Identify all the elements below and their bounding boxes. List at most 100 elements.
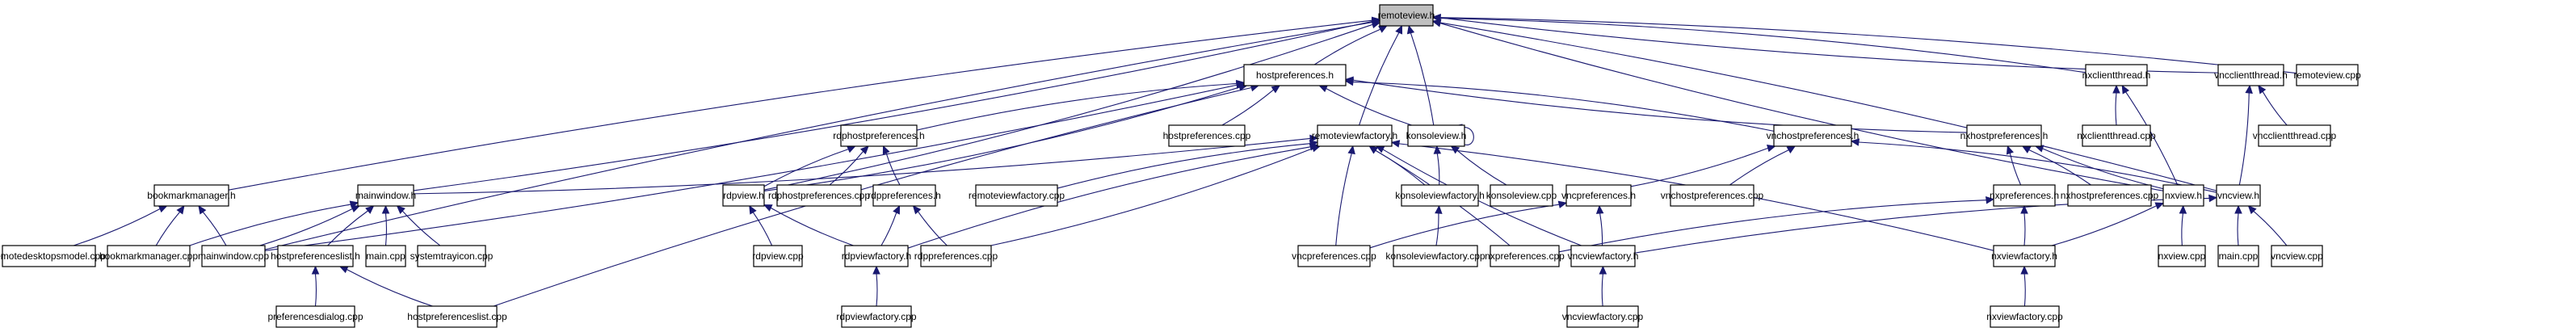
graph-node-remoteview-cpp[interactable]: remoteview.cpp (2293, 64, 2361, 86)
graph-node-konsoleviewfactory-h[interactable]: konsoleviewfactory.h (1395, 184, 1485, 207)
graph-node-mainwindow-h[interactable]: mainwindow.h (355, 184, 416, 207)
graph-node-preferencesdialog-cpp[interactable]: preferencesdialog.cpp (267, 305, 363, 328)
graph-node-remotedesktopsmodel-cpp[interactable]: remotedesktopsmodel.cpp (0, 245, 106, 267)
graph-node-nxclientthread-h[interactable]: nxclientthread.h (2082, 64, 2151, 86)
graph-node-hostpreferenceslist-h[interactable]: hostpreferenceslist.h (271, 245, 360, 267)
edge-vncclientthread-h-to-remoteview-h (1431, 14, 2219, 74)
node-label: hostpreferences.cpp (1163, 130, 1251, 141)
node-label: nxpreferences.h (1990, 190, 2059, 201)
arrowhead-icon (763, 204, 773, 212)
graph-node-nxpreferences-h[interactable]: nxpreferences.h (1990, 184, 2059, 207)
graph-node-vncviewfactory-cpp[interactable]: vncviewfactory.cpp (1562, 305, 1644, 328)
node-box (1565, 184, 1632, 207)
edge-rdpview-h-to-remoteview-h (763, 20, 1381, 191)
node-label: vnchostpreferences.h (1767, 130, 1860, 141)
graph-node-systemtrayicon-cpp[interactable]: systemtrayicon.cpp (410, 245, 494, 267)
graph-node-konsoleviewfactory-cpp[interactable]: konsoleviewfactory.cpp (1385, 245, 1486, 267)
edge-nxviewfactory-h-to-nxview-h (2051, 202, 2165, 246)
graph-node-vncviewfactory-h[interactable]: vncviewfactory.h (1568, 245, 1639, 267)
node-label: rdppreferences.cpp (914, 250, 998, 262)
graph-node-rdpview-cpp[interactable]: rdpview.cpp (752, 245, 804, 267)
graph-node-vncclientthread-cpp[interactable]: vncclientthread.cpp (2253, 124, 2337, 147)
graph-node-rdphostpreferences-h[interactable]: rdphostpreferences.h (833, 124, 925, 147)
edge-systemtrayicon-cpp-to-mainwindow-h (396, 205, 441, 246)
arrowhead-icon (396, 205, 406, 214)
graph-node-nxviewfactory-h[interactable]: nxviewfactory.h (1991, 245, 2057, 267)
graph-node-nxview-cpp[interactable]: nxview.cpp (2158, 245, 2206, 267)
graph-node-rdpview-h[interactable]: rdpview.h (722, 184, 765, 207)
node-label: vncviewfactory.h (1568, 250, 1639, 262)
graph-node-nxhostpreferences-h[interactable]: nxhostpreferences.h (1960, 124, 2049, 147)
graph-node-vnchostpreferences-h[interactable]: vnchostpreferences.h (1767, 124, 1860, 147)
graph-node-nxclientthread-cpp[interactable]: nxclientthread.cpp (2077, 124, 2156, 147)
arrowhead-icon (872, 265, 880, 275)
edge-rdpviewfactory-cpp-to-rdpviewfactory-h (872, 265, 880, 307)
edge-bookmarkmanager-cpp-to-bookmarkmanager-h (155, 204, 185, 246)
graph-node-hostpreferences-h[interactable]: hostpreferences.h (1243, 64, 1347, 86)
edge-line (1410, 32, 1435, 126)
edge-mainwindow-h-to-remoteview-h (413, 17, 1381, 191)
arrowhead-icon (2258, 85, 2267, 95)
graph-node-nxview-h[interactable]: nxview.h (2162, 184, 2204, 207)
edge-line (876, 273, 878, 307)
edges-layer (73, 13, 2297, 307)
edge-line (1221, 89, 1275, 126)
arrowhead-icon (2179, 204, 2187, 214)
node-box (417, 305, 498, 328)
graph-node-main-cpp-1[interactable]: main.cpp (365, 245, 406, 267)
edge-rdppreferences-h-to-rdphostpreferences-h (882, 145, 901, 186)
graph-node-mainwindow-cpp[interactable]: mainwindow.cpp (198, 245, 269, 267)
edge-nxviewfactory-cpp-to-nxviewfactory-h (2020, 265, 2028, 307)
graph-node-vncpreferences-cpp[interactable]: vncpreferences.cpp (1292, 245, 1376, 267)
node-label: main.cpp (366, 250, 406, 262)
arrowhead-icon (311, 265, 320, 275)
edge-rdpview-cpp-to-rdpview-h (749, 204, 773, 246)
graph-node-rdphostpreferences-cpp[interactable]: rdphostpreferences.cpp (768, 184, 870, 207)
graph-node-konsoleview-h[interactable]: konsoleview.h (1406, 124, 1467, 147)
graph-node-remoteviewfactory-cpp[interactable]: remoteviewfactory.cpp (969, 184, 1065, 207)
graph-node-vncview-cpp[interactable]: vncview.cpp (2271, 245, 2323, 267)
graph-node-konsoleview-cpp[interactable]: konsoleview.cpp (1486, 184, 1557, 207)
edge-line (1630, 147, 1768, 187)
edge-line (401, 210, 441, 246)
graph-node-hostpreferences-cpp[interactable]: hostpreferences.cpp (1163, 124, 1251, 147)
node-box (1297, 245, 1371, 267)
graph-node-vncview-h[interactable]: vncview.h (2216, 184, 2261, 207)
edge-line (1375, 149, 1426, 186)
graph-node-vncpreferences-h[interactable]: vncpreferences.h (1561, 184, 1636, 207)
edge-line (385, 212, 388, 246)
graph-node-vncclientthread-h[interactable]: vncclientthread.h (2214, 64, 2288, 86)
arrowhead-icon (1271, 85, 1281, 94)
edge-preferencesdialog-cpp-to-hostpreferenceslist-h (311, 265, 320, 307)
edge-remoteviewfactory-h-to-remoteview-h (1359, 24, 1403, 126)
graph-node-nxpreferences-cpp[interactable]: nxpreferences.cpp (1485, 245, 1565, 267)
graph-node-hostpreferenceslist-cpp[interactable]: hostpreferenceslist.cpp (407, 305, 507, 328)
node-label: nxview.h (2165, 190, 2202, 201)
graph-node-remoteviewfactory-h[interactable]: remoteviewfactory.h (1312, 124, 1397, 147)
graph-node-bookmarkmanager-h[interactable]: bookmarkmanager.h (147, 184, 236, 207)
graph-node-main-cpp-2[interactable]: main.cpp (2217, 245, 2259, 267)
graph-node-rdppreferences-h[interactable]: rdppreferences.h (868, 184, 941, 207)
graph-node-rdppreferences-cpp[interactable]: rdppreferences.cpp (914, 245, 998, 267)
edge-line (885, 153, 901, 186)
graph-node-remoteview-h[interactable]: remoteview.h (1378, 4, 1435, 27)
node-box (844, 245, 909, 267)
graph-node-rdpviewfactory-cpp[interactable]: rdpviewfactory.cpp (836, 305, 917, 328)
graph-node-rdpviewfactory-h[interactable]: rdpviewfactory.h (842, 245, 911, 267)
arrowhead-icon (365, 205, 375, 214)
graph-node-vnchostpreferences-cpp[interactable]: vnchostpreferences.cpp (1661, 184, 1764, 207)
node-label: hostpreferenceslist.h (271, 250, 360, 262)
arrowhead-icon (1599, 265, 1607, 275)
graph-node-nxviewfactory-cpp[interactable]: nxviewfactory.cpp (1986, 305, 2063, 328)
node-label: rdpviewfactory.cpp (836, 311, 916, 322)
edge-vncviewfactory-h-to-vncpreferences-h (1595, 204, 1604, 246)
arrowhead-icon (749, 204, 757, 215)
edge-line (1369, 204, 1560, 249)
graph-node-bookmarkmanager-cpp[interactable]: bookmarkmanager.cpp (99, 245, 198, 267)
edge-line (413, 137, 1311, 195)
edge-line (493, 86, 1252, 307)
node-label: systemtrayicon.cpp (410, 250, 494, 262)
graph-node-nxhostpreferences-cpp[interactable]: nxhostpreferences.cpp (2061, 184, 2159, 207)
edge-line (1359, 32, 1400, 126)
edge-remoteviewfactory-cpp-to-remoteviewfactory-h (1057, 140, 1319, 189)
